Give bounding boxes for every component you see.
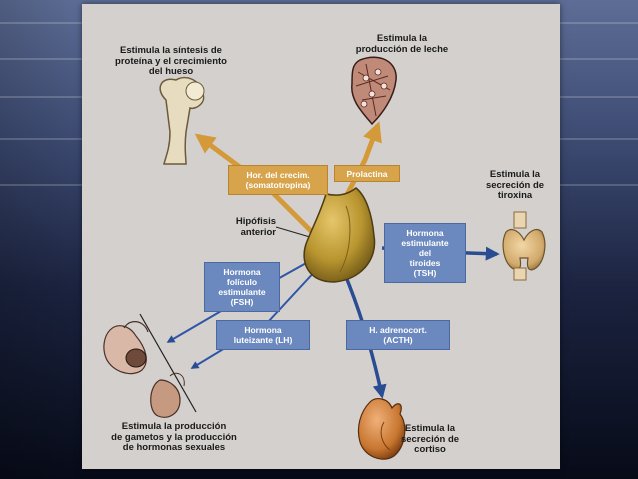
caption-adrenal: Estimula la secreción de cortiso	[400, 423, 460, 455]
gonads-bracket	[139, 313, 197, 413]
caption-gonads: Estimula la producción de gametos y la p…	[111, 421, 237, 453]
bone-illustration	[159, 76, 205, 165]
slide-background-left	[0, 0, 82, 479]
gonads-illustration	[103, 321, 185, 418]
pituitary-illustration	[303, 187, 376, 283]
adrenal-illustration	[357, 398, 406, 460]
hormone-box-growth: Hor. del crecim. (somatotropina)	[228, 165, 328, 195]
hormone-box-fsh: Hormona folículo estimulante (FSH)	[204, 262, 280, 312]
hormone-box-acth: H. adrenocort. (ACTH)	[346, 320, 450, 350]
caption-thyroid: Estimula la secreción de tiroxina	[485, 169, 545, 201]
caption-anterior-pituitary: Hipófisis anterior	[235, 216, 276, 238]
hormone-box-tsh: Hormona estimulante del tiroides (TSH)	[384, 223, 466, 283]
hormone-box-prolactin: Prolactina	[334, 165, 400, 182]
hormone-box-lh: Hormona luteizante (LH)	[216, 320, 310, 350]
caption-milk: Estimula la producción de leche	[355, 33, 449, 55]
mammary-illustration	[351, 56, 397, 126]
thyroid-illustration	[502, 211, 546, 281]
caption-bone: Estimula la síntesis de proteína y el cr…	[115, 45, 227, 77]
